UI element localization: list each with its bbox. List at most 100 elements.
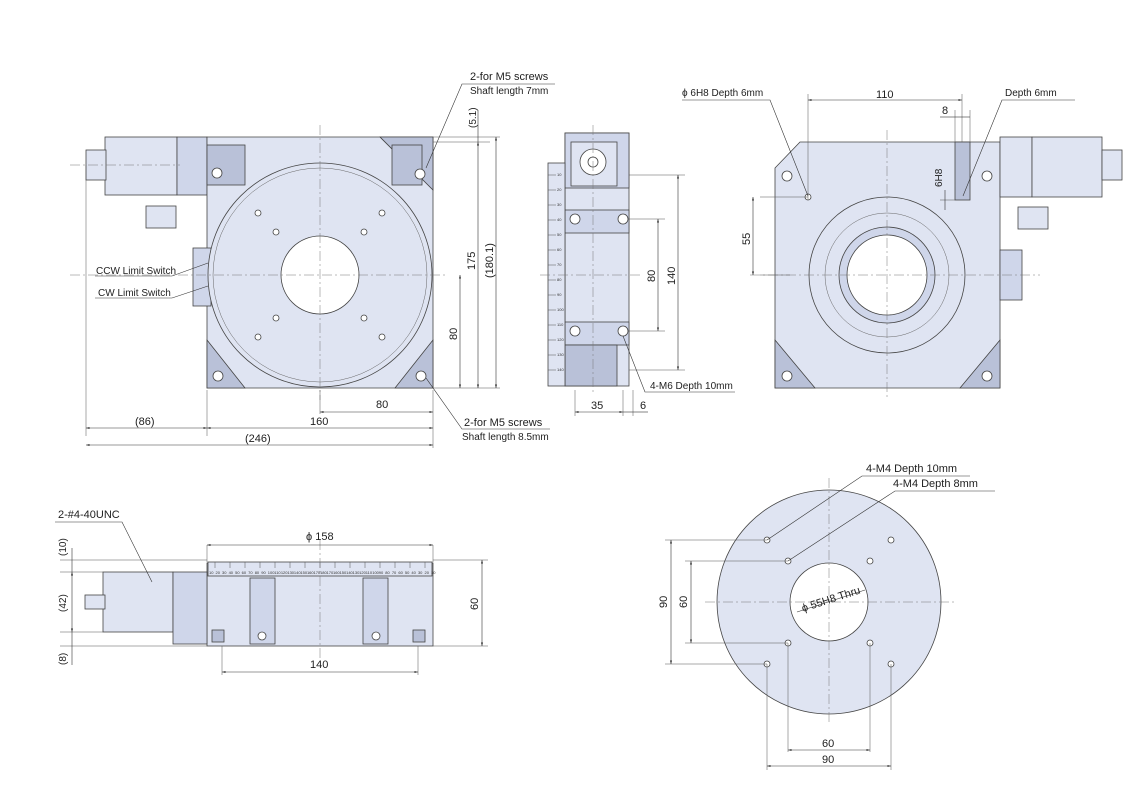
- side-lower: [564, 344, 618, 387]
- top-view: 2-for M5 screws Shaft length 7mm 2-for M…: [70, 71, 555, 448]
- table-dim-60-v: 60: [678, 596, 690, 608]
- front-dim-140: 140: [310, 659, 328, 671]
- front-scale-label: 20: [424, 570, 429, 575]
- front-dim-8: (8): [58, 653, 69, 665]
- back-motor: [1031, 136, 1103, 198]
- screws-top-title: 2-for M5 screws: [470, 71, 549, 83]
- front-scale-label: 30: [222, 570, 227, 575]
- side-scale: [547, 162, 566, 387]
- side-scale-label: 50: [557, 232, 562, 237]
- front-foot-r: [412, 629, 426, 643]
- front-scale-label: 60: [242, 570, 247, 575]
- front-motor-shaft: [84, 594, 106, 610]
- side-scale-label: 80: [557, 277, 562, 282]
- dim-160: 160: [310, 416, 328, 428]
- side-dim-80: 80: [646, 270, 658, 282]
- front-dim-10: (10): [58, 538, 69, 556]
- side-scale-label: 20: [557, 187, 562, 192]
- table-dim-60-h: 60: [822, 738, 834, 750]
- front-scale-label: 170: [313, 570, 320, 575]
- side-scale-label: 30: [557, 202, 562, 207]
- front-motor-flange: [172, 571, 208, 645]
- dim-180-1: (180.1): [484, 243, 496, 278]
- back-depth-label: Depth 6mm: [1005, 88, 1057, 99]
- front-scale-label: 50: [235, 570, 240, 575]
- front-scale-label: 130: [353, 570, 360, 575]
- screw-block-tr: [391, 144, 423, 186]
- table-m4-8-label: 4-M4 Depth 8mm: [893, 478, 978, 490]
- front-dim-42: (42): [58, 594, 69, 612]
- front-scale-label: 90: [379, 570, 384, 575]
- front-scale-label: 10: [431, 570, 436, 575]
- back-connector: [1017, 206, 1049, 230]
- screws-top-sub: Shaft length 7mm: [470, 86, 548, 97]
- dim-246: (246): [245, 433, 271, 445]
- motor-flange: [176, 136, 208, 196]
- front-scale-label: 90: [261, 570, 266, 575]
- side-dim-140: 140: [666, 267, 678, 285]
- front-scale-label: 140: [346, 570, 353, 575]
- back-view: ϕ 6H8 Depth 6mm Depth 6mm 110 8 6H8 55: [682, 88, 1123, 400]
- front-motor: [102, 571, 174, 633]
- motor-body: [104, 136, 178, 196]
- front-scale-label: 100: [268, 570, 275, 575]
- front-scale-label: 110: [274, 570, 281, 575]
- front-scale-label: 80: [385, 570, 390, 575]
- front-scale-label: 70: [392, 570, 397, 575]
- front-scale-label: 110: [366, 570, 373, 575]
- front-scale-label: 130: [287, 570, 294, 575]
- back-dim-55: 55: [741, 233, 753, 245]
- dim-175: 175: [466, 252, 478, 270]
- screws-bottom-sub: Shaft length 8.5mm: [462, 432, 549, 443]
- back-motor-shaft: [1101, 149, 1123, 181]
- front-view: 2-#4-40UNC ϕ 158 60 140 (10) (42) (8): [55, 509, 488, 675]
- side-m6-label: 4-M6 Depth 10mm: [650, 381, 733, 392]
- front-dim-phi158: ϕ 158: [306, 531, 334, 543]
- cw-switch-label: CW Limit Switch: [98, 288, 171, 299]
- back-motor-flange: [999, 136, 1033, 198]
- front-foot-l: [211, 629, 225, 643]
- front-scale-label: 120: [281, 570, 288, 575]
- front-scale-label: 140: [294, 570, 301, 575]
- table-dim-90-h: 90: [822, 754, 834, 766]
- side-dim-35: 35: [591, 400, 603, 412]
- switch-bracket-top: [206, 144, 246, 186]
- front-dim-60: 60: [469, 598, 481, 610]
- dim-80-h: 80: [376, 399, 388, 411]
- front-scale-label: 40: [411, 570, 416, 575]
- front-scale-label: 30: [418, 570, 423, 575]
- side-dim-6: 6: [640, 400, 646, 412]
- ccw-switch-label: CCW Limit Switch: [96, 266, 176, 277]
- dim-80-v: 80: [448, 328, 460, 340]
- side-scale-label: 110: [557, 322, 564, 327]
- back-key-slot: [954, 141, 971, 201]
- back-dim-8: 8: [942, 105, 948, 117]
- side-view: 80 140 35 6 4-M6 Depth 10mm: [540, 125, 735, 416]
- front-scale-label: 40: [229, 570, 234, 575]
- back-dim-110: 110: [876, 89, 894, 101]
- screws-bottom-title: 2-for M5 screws: [464, 417, 543, 429]
- side-scale-ticks: [548, 174, 556, 371]
- side-scale-label: 100: [557, 307, 564, 312]
- front-scale-label: 180: [320, 570, 327, 575]
- front-scale-label: 50: [405, 570, 410, 575]
- table-m4-10-label: 4-M4 Depth 10mm: [866, 463, 957, 475]
- front-scale-label: 170: [327, 570, 334, 575]
- front-scale-label: 160: [307, 570, 314, 575]
- front-scale-label: 160: [333, 570, 340, 575]
- table-view: 4-M4 Depth 10mm 4-M4 Depth 8mm ϕ 55H8 Th…: [658, 463, 995, 770]
- back-bore-label: ϕ 6H8 Depth 6mm: [682, 88, 763, 99]
- side-scale-label: 120: [557, 337, 564, 342]
- front-scale-ticks: [214, 562, 426, 568]
- front-scale-label: 60: [398, 570, 403, 575]
- front-scale-label: 150: [340, 570, 347, 575]
- side-scale-label: 40: [557, 217, 562, 222]
- table-dim-90-v: 90: [658, 596, 670, 608]
- front-scale-label: 80: [255, 570, 260, 575]
- side-scale-label: 130: [557, 352, 564, 357]
- front-scale-label: 20: [216, 570, 221, 575]
- side-scale-label: 140: [557, 367, 564, 372]
